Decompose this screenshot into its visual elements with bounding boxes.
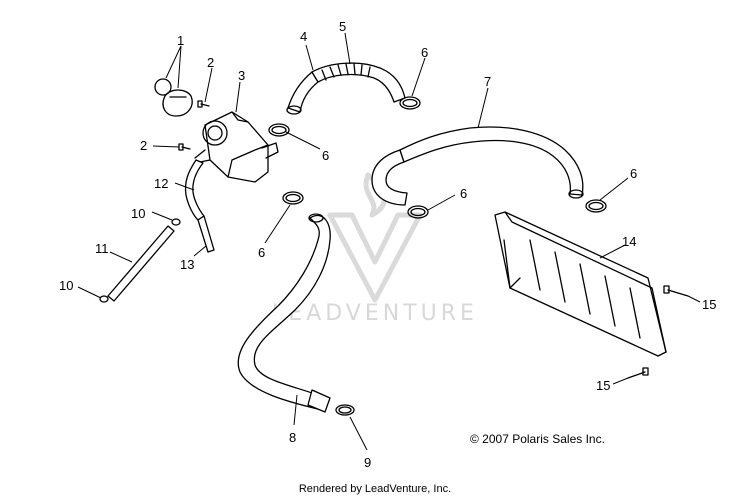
- part-11-tube: [107, 225, 175, 302]
- callout-6-b: 6: [322, 148, 329, 163]
- callout-6-a: 6: [421, 45, 428, 60]
- leader-lines: [77, 32, 701, 451]
- part-4-upper-hose: [286, 71, 319, 115]
- callout-6-e: 6: [258, 245, 265, 260]
- callout-8: 8: [289, 430, 296, 445]
- callout-10-lower: 10: [59, 278, 73, 293]
- copyright-text: © 2007 Polaris Sales Inc.: [470, 432, 605, 446]
- part-15-screw-lower: [627, 367, 649, 379]
- callout-14: 14: [622, 234, 636, 249]
- part-12-tube: [184, 159, 205, 221]
- part-6-clamp-a: [399, 96, 421, 110]
- part-6-clamp-e: [585, 199, 607, 213]
- part-7-radiator-hose: [371, 126, 584, 206]
- part-2-screw-lower: [178, 143, 191, 151]
- part-1-cap: [154, 78, 193, 117]
- watermark-text: LEADVENTURE: [272, 301, 478, 326]
- part-14-radiator-shroud: [494, 211, 667, 357]
- part-15-screw-upper: [663, 285, 689, 297]
- part-2-screw-upper: [197, 100, 210, 108]
- callout-15-upper: 15: [702, 297, 716, 312]
- part-5-corrugated-hose: [311, 62, 406, 103]
- callout-12: 12: [154, 176, 168, 191]
- part-8-lower-hose: [237, 213, 331, 413]
- part-6-clamp-b: [268, 123, 290, 137]
- callout-15-lower: 15: [596, 378, 610, 393]
- callout-3: 3: [238, 68, 245, 83]
- callout-4: 4: [300, 29, 307, 44]
- callout-2-lower: 2: [140, 138, 147, 153]
- callout-5: 5: [339, 19, 346, 34]
- callout-10-upper: 10: [131, 206, 145, 221]
- part-9-clamp: [335, 404, 355, 416]
- part-3-coolant-bottle: [194, 111, 279, 183]
- callout-11: 11: [95, 241, 109, 256]
- callout-6-d: 6: [630, 166, 637, 181]
- callout-7: 7: [484, 74, 491, 89]
- part-10-clip-lower: [99, 295, 109, 303]
- callout-1: 1: [177, 33, 184, 48]
- part-6-clamp-d: [407, 205, 429, 219]
- part-6-clamp-c: [282, 191, 304, 205]
- callout-13: 13: [180, 257, 194, 272]
- callout-9: 9: [364, 455, 371, 470]
- part-13-tube: [197, 215, 215, 253]
- callout-2-upper: 2: [207, 55, 214, 70]
- callout-6-c: 6: [460, 186, 467, 201]
- watermark-logo: LEADVENTURE: [272, 172, 478, 326]
- rendered-by-footer: Rendered by LeadVenture, Inc.: [298, 483, 452, 495]
- part-10-clip-upper: [171, 218, 181, 226]
